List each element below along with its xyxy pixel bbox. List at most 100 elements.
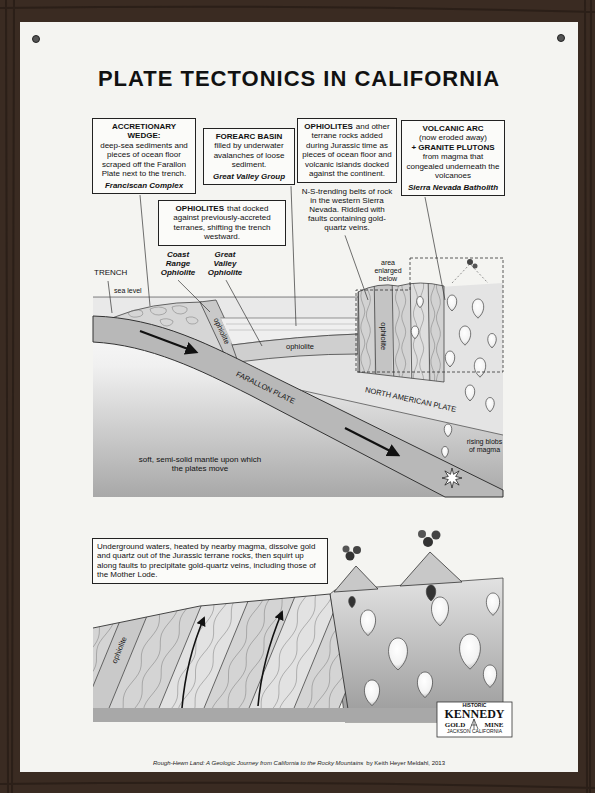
magma-blob <box>472 299 483 318</box>
label-wrap: ophiolite <box>285 343 315 352</box>
leader-line <box>345 235 368 300</box>
title-wrap: PLATE TECTONICS IN CALIFORNIA <box>20 66 578 92</box>
label-wrap: KENNEDY <box>437 708 512 722</box>
smoke-puff <box>343 546 350 553</box>
label: ophiolite <box>379 321 388 351</box>
leader-line <box>425 197 445 300</box>
label: JACKSON CALIFORNIA <box>447 728 502 734</box>
label-wrap: N-S-trending belts of rock in the wester… <box>299 187 395 233</box>
fluid-flow-arrow <box>182 618 204 708</box>
label: N-S-trending belts of rock in the wester… <box>302 187 393 233</box>
smoke-puff <box>346 552 355 561</box>
granite-pluton <box>417 672 432 698</box>
fault-line <box>150 560 220 730</box>
label: rising blobs of magma <box>467 438 502 453</box>
leader-lines <box>140 186 445 346</box>
contour-line <box>366 276 370 392</box>
contour-line <box>436 276 440 392</box>
screw <box>33 36 40 43</box>
box-heading: + GRANITE PLUTONS <box>406 143 500 152</box>
fault-line <box>100 560 170 730</box>
box-text: from magma that congealed underneath the… <box>406 152 500 180</box>
terrane-outline <box>93 594 350 722</box>
volcano <box>334 566 378 592</box>
label: FARALLON PLATE <box>234 368 298 405</box>
magma-blob <box>465 385 474 401</box>
box-text: Underground waters, heated by nearby mag… <box>97 542 323 580</box>
fault-line <box>40 560 110 730</box>
box-text: (now eroded away) <box>406 133 500 142</box>
magma-blob <box>417 297 424 308</box>
box-text: deep-sea sediments and pieces of ocean f… <box>97 141 191 179</box>
citation: Rough-Hewn Land: A Geologic Journey from… <box>20 751 578 769</box>
granite-pluton <box>486 593 499 615</box>
magma-blob <box>444 424 452 437</box>
citation-text: by Keith Heyer Meldahl, 2013 <box>366 760 445 766</box>
callout-box: Underground waters, heated by nearby mag… <box>92 538 328 584</box>
label-wrap: ophiolite <box>211 315 231 346</box>
sierra-outline <box>358 283 444 382</box>
magma-conduit <box>426 585 435 601</box>
plate-motion-arrow <box>140 331 196 352</box>
label-wrap: Coast Range Ophiolite <box>158 250 198 278</box>
contour-line <box>395 276 399 392</box>
label: sea level <box>114 287 142 294</box>
sediment-layers <box>226 324 356 330</box>
magma-blob <box>474 358 485 377</box>
granite-pluton <box>364 680 379 706</box>
dashed-enlargement-box <box>356 258 503 372</box>
box-heading: Great Valley Group <box>208 172 290 181</box>
label-wrap: TRENCH <box>94 268 127 277</box>
citation-text: Rough-Hewn Land: A Geologic Journey from… <box>153 760 363 766</box>
callout-box: VOLCANIC ARC(now eroded away)+ GRANITE P… <box>401 120 505 196</box>
label-wrap: MINE <box>480 721 508 729</box>
terrane-band <box>285 560 400 730</box>
magma-blob <box>486 398 495 412</box>
ophiolite-band <box>232 334 358 362</box>
granite-pluton <box>483 665 496 687</box>
label: Coast Range Ophiolite <box>161 250 196 277</box>
box-heading: OPHIOLITES <box>304 122 352 131</box>
fault-line <box>195 560 265 730</box>
poster <box>20 22 578 772</box>
label: ophiolite <box>211 315 232 346</box>
label: ophiolite <box>285 342 315 351</box>
fault-line <box>240 560 310 730</box>
granite-pluton <box>460 634 481 669</box>
contour-line <box>311 562 379 730</box>
contour-line <box>317 562 385 730</box>
label-wrap: rising blobs of magma <box>466 438 503 454</box>
magma-conduit <box>349 597 356 608</box>
box-heading: FOREARC BASIN <box>208 132 290 141</box>
label-wrap: Great Valley Ophiolite <box>204 250 246 278</box>
magma-blob <box>442 447 449 458</box>
fault-line <box>428 270 430 392</box>
granite-pluton <box>389 638 408 670</box>
smoke-puff <box>432 531 441 540</box>
label: MINE <box>484 721 503 729</box>
callout-box: OPHIOLITESand other terrane rocks added … <box>297 118 397 183</box>
screw <box>558 35 565 42</box>
smoke-puff <box>467 259 473 265</box>
leader-line <box>178 280 210 312</box>
callout-box: OPHIOLITESthat docked against previously… <box>158 200 286 246</box>
box-text: and other terrane rocks added during Jur… <box>302 122 391 178</box>
label: NORTH AMERICAN PLATE <box>363 384 458 413</box>
label: area enlarged below <box>374 259 401 282</box>
magma-blob <box>488 334 497 348</box>
eroded-volcano <box>452 264 488 283</box>
granite-pluton <box>431 597 448 626</box>
box-heading: ACCRETIONARY WEDGE: <box>97 122 191 141</box>
label: soft, semi-solid mantle upon which the p… <box>139 455 261 473</box>
smoke-puff <box>418 530 426 538</box>
leader-line <box>291 186 296 326</box>
magma-blob <box>411 326 419 339</box>
granite-pluton <box>360 610 375 636</box>
label-wrap: NORTH AMERICAN PLATE <box>363 385 458 414</box>
box-heading: Sierra Nevada Batholith <box>406 183 500 192</box>
logo-frame <box>437 702 512 737</box>
volcano <box>400 552 462 586</box>
box-heading: VOLCANIC ARC <box>406 124 500 133</box>
